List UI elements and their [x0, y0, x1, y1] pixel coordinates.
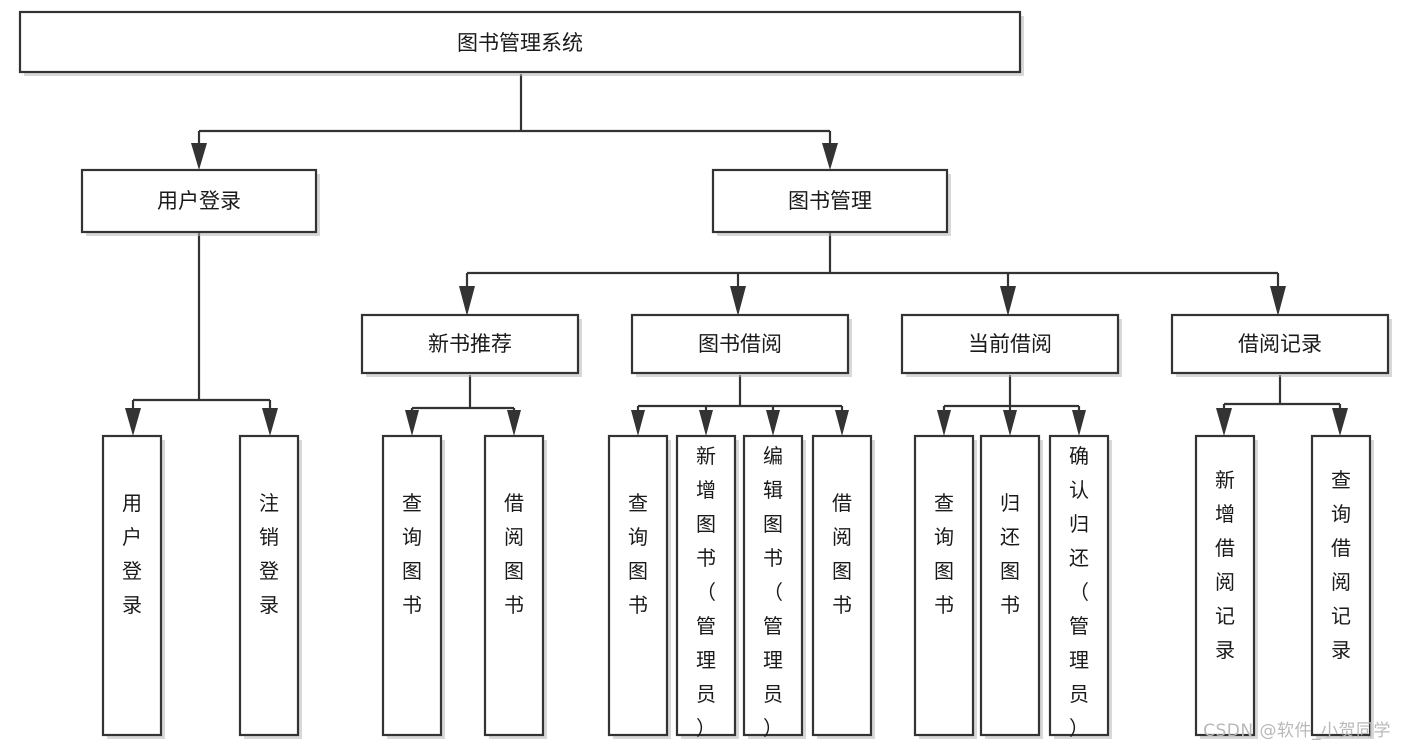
- leaf-cur-return[interactable]: 归还图书: [979, 434, 1043, 739]
- leaf-cur-return-label: 归还图书: [1000, 491, 1020, 617]
- leaf-rec-query-record-label: 查询借阅记录: [1331, 468, 1351, 662]
- arrow-head-leaf-borrow-add: [699, 410, 713, 436]
- node-current-borrow[interactable]: 当前借阅: [900, 313, 1122, 377]
- arrow-head-leaf-borrow-edit: [766, 410, 780, 436]
- arrow-head-leaf-rec-query-record: [1332, 408, 1348, 436]
- leaf-user-login-box[interactable]: [101, 434, 163, 737]
- node-root[interactable]: 图书管理系统: [18, 10, 1024, 76]
- leaf-rec-query-record-box[interactable]: [1310, 434, 1372, 737]
- leaf-borrow-edit-label: 编辑图书（管理员）: [763, 444, 783, 740]
- arrow-head-borrow-record: [1270, 286, 1286, 316]
- leaf-borrow-lend[interactable]: 借阅图书: [811, 434, 875, 739]
- leaf-rec-add-label: 新增借阅记录: [1215, 468, 1235, 662]
- leaf-borrow-edit[interactable]: 编辑图书（管理员）: [742, 434, 806, 740]
- leaf-user-login-label: 用户登录: [122, 491, 142, 617]
- leaf-rec-query-label: 查询图书: [402, 491, 422, 617]
- leaf-cur-confirm-label: 确认归还（管理员）: [1069, 444, 1089, 740]
- node-root-label: 图书管理系统: [457, 31, 583, 55]
- connector-layer: [125, 74, 1348, 436]
- arrow-head-leaf-borrow-lend: [835, 410, 849, 436]
- leaf-rec-add[interactable]: 新增借阅记录: [1194, 434, 1258, 739]
- node-book-manage-label: 图书管理: [788, 189, 872, 213]
- node-user-login-box[interactable]: [80, 168, 318, 234]
- node-book-manage[interactable]: 图书管理: [711, 168, 951, 236]
- arrow-head-book-manage: [822, 143, 838, 170]
- leaf-cur-return-box[interactable]: [979, 434, 1041, 737]
- leaf-rec-add-box[interactable]: [1194, 434, 1256, 737]
- leaf-borrow-add[interactable]: 新增图书（管理员）: [675, 434, 739, 740]
- node-borrow-record-box[interactable]: [1170, 313, 1390, 375]
- node-root-box[interactable]: [18, 10, 1022, 74]
- node-current-borrow-box[interactable]: [900, 313, 1120, 375]
- arrow-head-book-borrow: [730, 286, 746, 316]
- leaf-rec-borrow-label: 借阅图书: [504, 491, 524, 617]
- node-new-book-rec[interactable]: 新书推荐: [360, 313, 582, 377]
- arrow-head-leaf-rec-query: [405, 410, 419, 436]
- node-borrow-record-label: 借阅记录: [1238, 332, 1322, 356]
- arrow-head-new-book-rec: [459, 286, 475, 316]
- arrow-head-leaf-rec-borrow: [507, 410, 521, 436]
- leaf-rec-query-box[interactable]: [381, 434, 443, 737]
- leaf-rec-borrow-box[interactable]: [483, 434, 545, 737]
- node-current-borrow-label: 当前借阅: [968, 332, 1052, 356]
- leaf-borrow-query[interactable]: 查询图书: [607, 434, 671, 739]
- leaf-user-logout[interactable]: 注销登录: [238, 434, 302, 739]
- leaf-cur-query[interactable]: 查询图书: [913, 434, 977, 739]
- leaf-borrow-lend-box[interactable]: [811, 434, 873, 737]
- leaf-user-logout-box[interactable]: [238, 434, 300, 737]
- leaf-cur-confirm[interactable]: 确认归还（管理员）: [1048, 434, 1112, 740]
- leaf-rec-borrow[interactable]: 借阅图书: [483, 434, 547, 739]
- arrow-head-leaf-borrow-query: [631, 410, 645, 436]
- arrow-head-leaf-cur-query: [937, 410, 951, 436]
- leaf-rec-query-record[interactable]: 查询借阅记录: [1310, 434, 1374, 739]
- leaf-cur-query-label: 查询图书: [934, 491, 954, 617]
- leaf-borrow-query-label: 查询图书: [628, 491, 648, 617]
- leaf-rec-query[interactable]: 查询图书: [381, 434, 445, 739]
- node-user-login[interactable]: 用户登录: [80, 168, 320, 236]
- leaf-user-login[interactable]: 用户登录: [101, 434, 165, 739]
- leaf-borrow-edit-box[interactable]: [742, 434, 804, 737]
- node-book-borrow-box[interactable]: [630, 313, 850, 375]
- arrow-head-leaf-user-logout: [262, 408, 278, 436]
- node-book-manage-box[interactable]: [711, 168, 949, 234]
- leaf-borrow-add-box[interactable]: [675, 434, 737, 737]
- leaf-borrow-lend-label: 借阅图书: [832, 491, 852, 617]
- node-new-book-rec-label: 新书推荐: [428, 332, 512, 356]
- arrow-head-leaf-cur-confirm: [1072, 410, 1086, 436]
- node-borrow-record[interactable]: 借阅记录: [1170, 313, 1392, 377]
- arrow-head-user-login: [191, 143, 207, 170]
- node-book-borrow[interactable]: 图书借阅: [630, 313, 852, 377]
- leaf-user-logout-label: 注销登录: [259, 491, 279, 617]
- leaf-cur-confirm-box[interactable]: [1048, 434, 1110, 737]
- arrow-head-leaf-user-login: [125, 408, 141, 436]
- leaf-cur-query-box[interactable]: [913, 434, 975, 737]
- node-new-book-rec-box[interactable]: [360, 313, 580, 375]
- arrow-head-current-borrow: [1000, 286, 1016, 316]
- arrow-head-leaf-cur-return: [1003, 410, 1017, 436]
- arrow-head-leaf-rec-add: [1216, 408, 1232, 436]
- node-book-borrow-label: 图书借阅: [698, 332, 782, 356]
- leaf-borrow-add-label: 新增图书（管理员）: [696, 444, 716, 740]
- leaf-borrow-query-box[interactable]: [607, 434, 669, 737]
- node-user-login-label: 用户登录: [157, 189, 241, 213]
- csdn-watermark: CSDN @软件_小贺同学: [1203, 721, 1391, 741]
